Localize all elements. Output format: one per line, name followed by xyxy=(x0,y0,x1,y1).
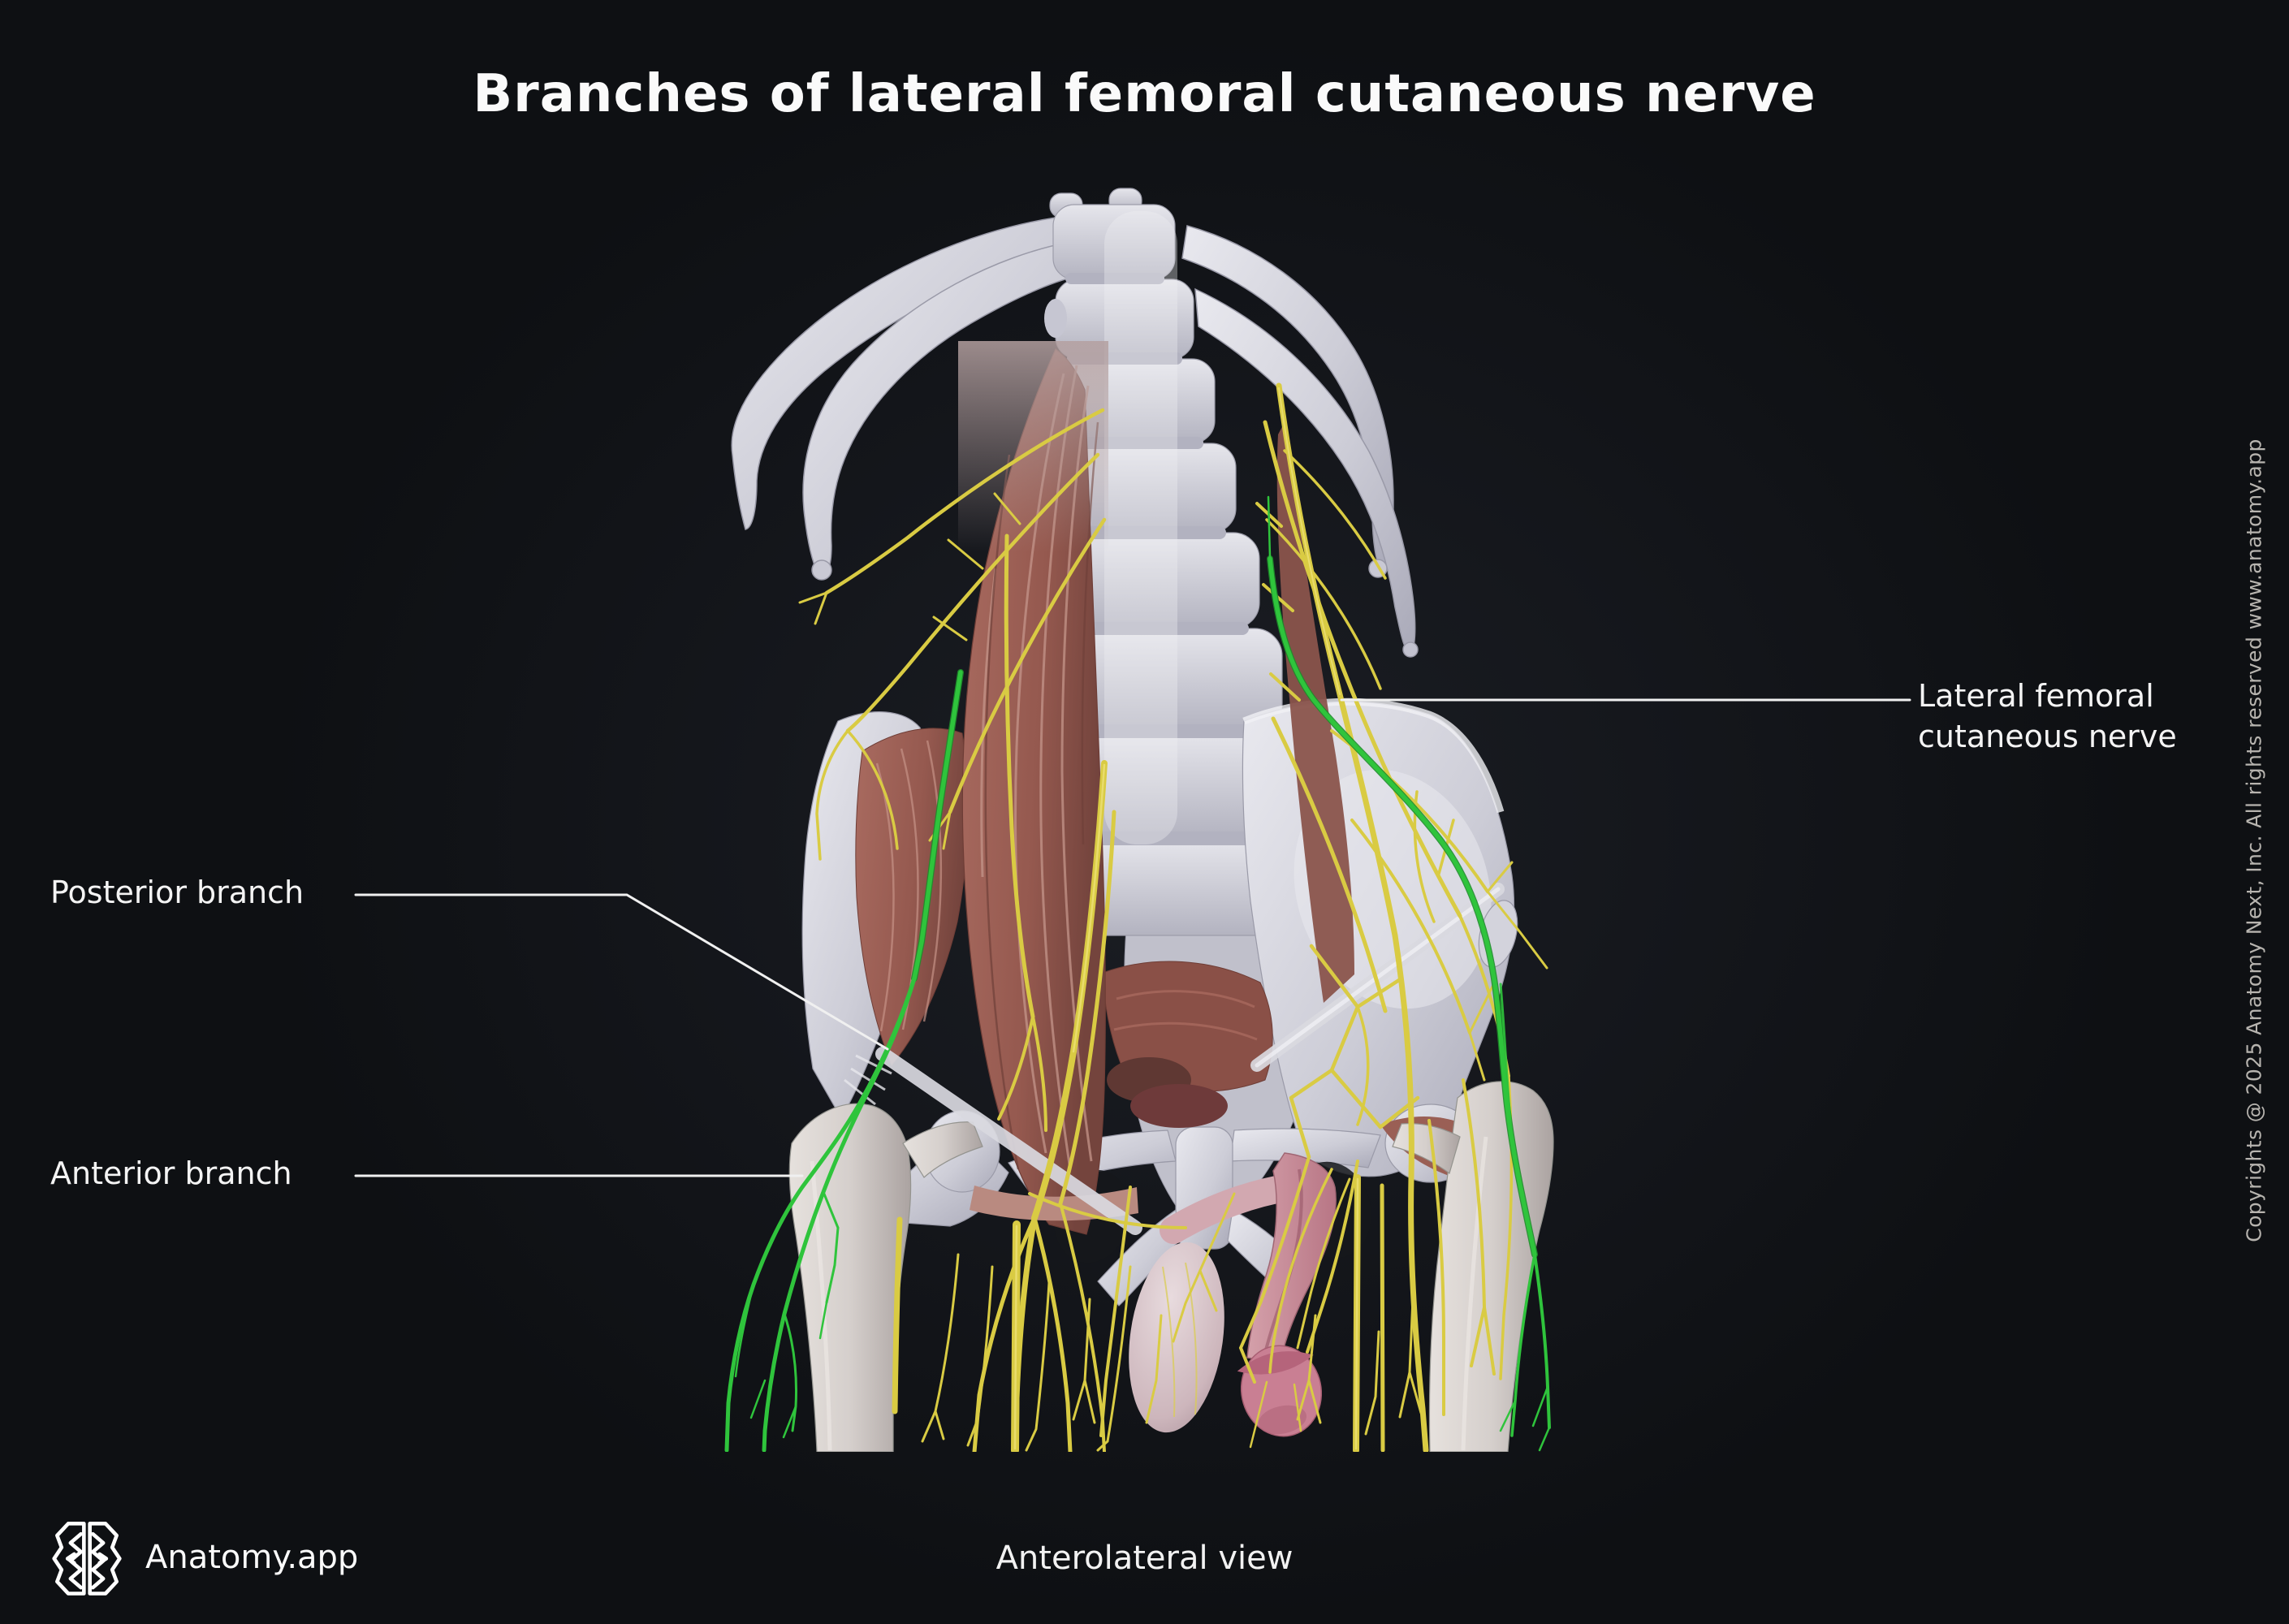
leader-lines xyxy=(354,698,1911,1177)
label-anterior-branch: Anterior branch xyxy=(50,1155,292,1191)
copyright-text: Copyrights @ 2025 Anatomy Next, Inc. All… xyxy=(2242,438,2266,1242)
scrotum xyxy=(1129,1242,1224,1433)
lateral-femoral-cutaneous-nerve xyxy=(724,495,1551,1452)
brand-footer: Anatomy.app xyxy=(51,1517,358,1598)
label-lateral-femoral-cutaneous-nerve: Lateral femoral cutaneous nerve xyxy=(1918,678,2177,754)
brain-left-hemisphere xyxy=(52,1521,86,1596)
leader-posterior xyxy=(354,893,889,1051)
view-caption: Anterolateral view xyxy=(995,1540,1294,1577)
lumbar-spine xyxy=(1044,188,1305,936)
pelvic-organ xyxy=(1130,1084,1228,1128)
yellow-nerve-network xyxy=(798,382,1548,1452)
label-posterior-branch: Posterior branch xyxy=(50,875,304,910)
brain-right-hemisphere xyxy=(88,1521,122,1596)
page-title: Branches of lateral femoral cutaneous ne… xyxy=(473,63,1816,124)
rib-left-back xyxy=(731,217,1063,530)
lfcn-anterior-branch xyxy=(724,976,917,1452)
femurs xyxy=(788,1081,1554,1452)
anatomy-app-logo-icon xyxy=(52,1521,122,1596)
brand-name: Anatomy.app xyxy=(145,1539,359,1576)
lfcn-trunk-left xyxy=(912,670,963,981)
